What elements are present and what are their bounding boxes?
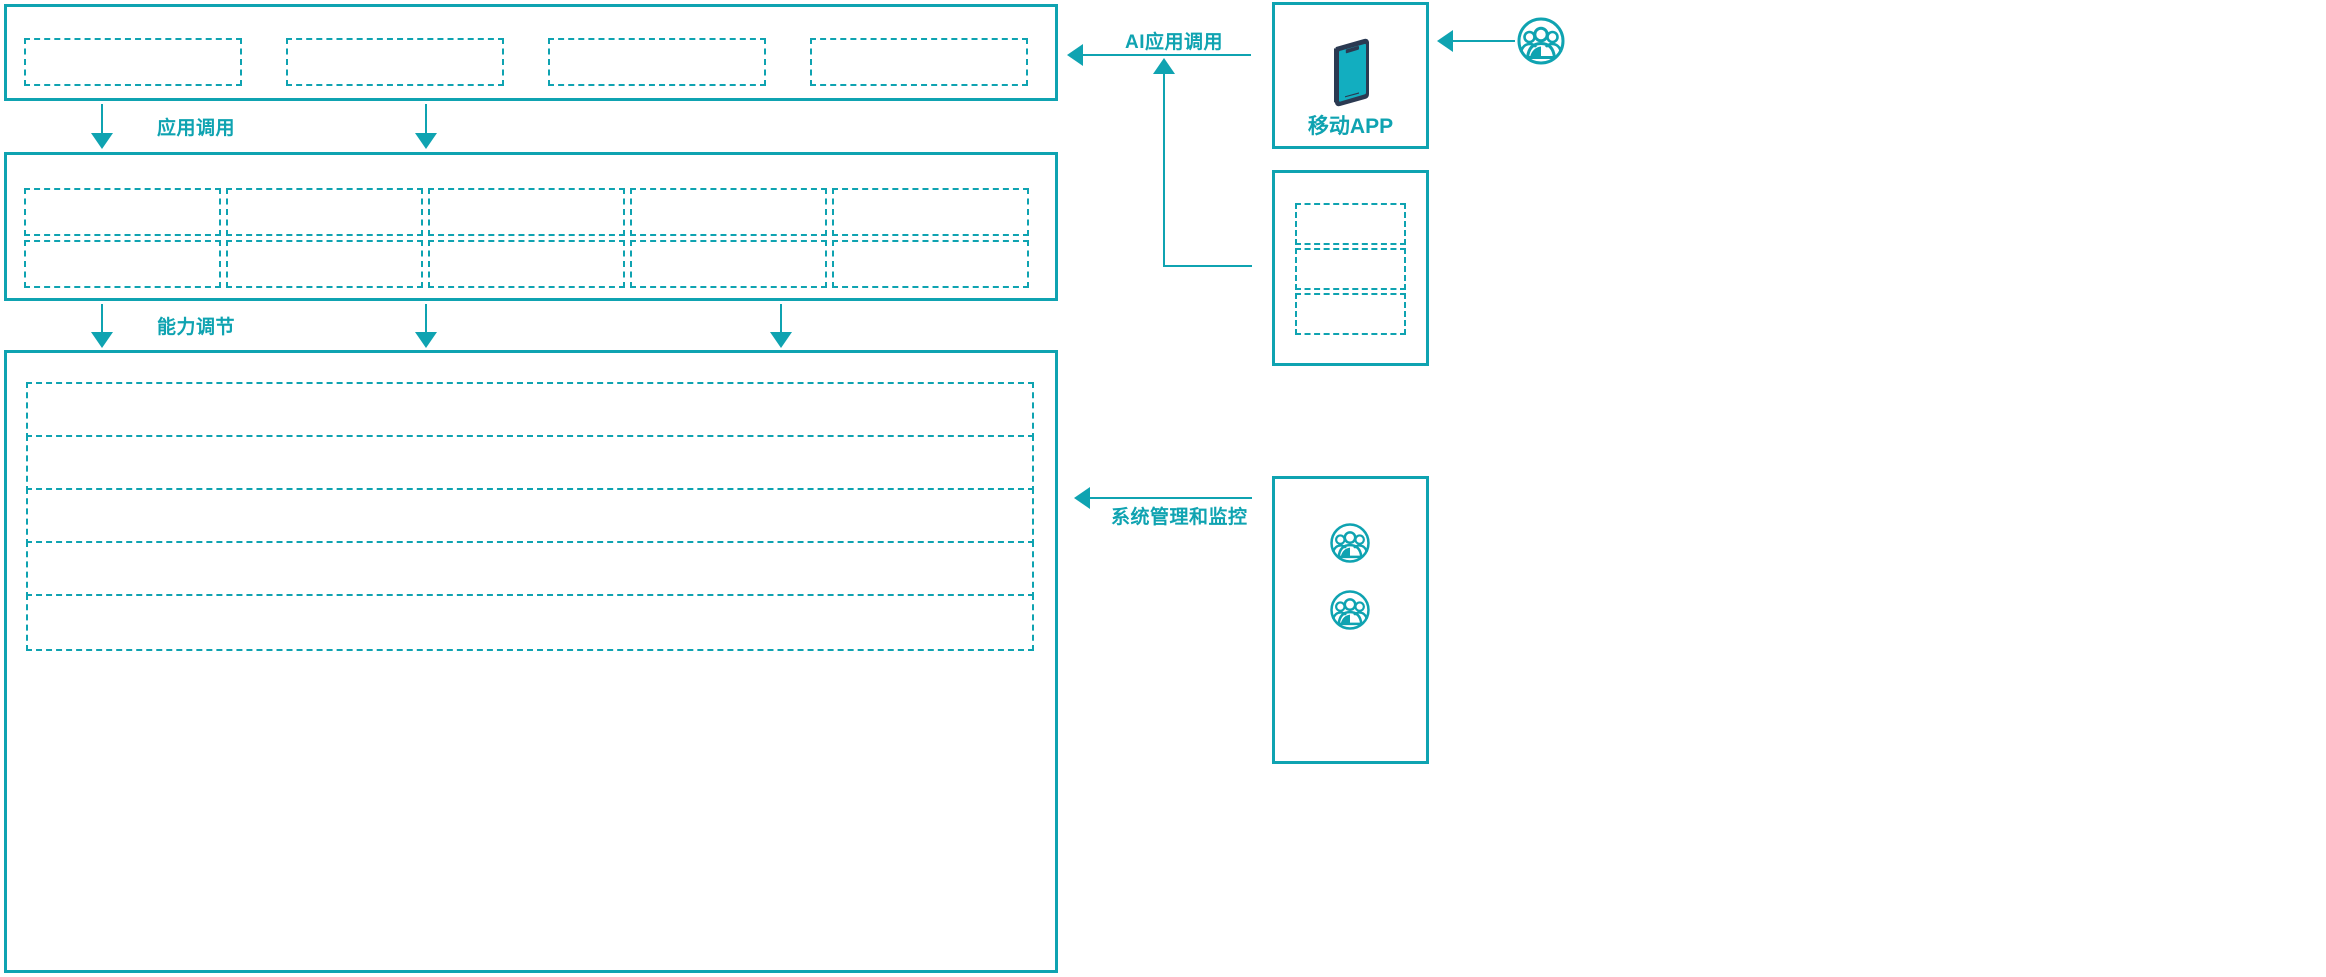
flow-capability-arrow-right xyxy=(770,332,792,348)
operator-users-group-icon-2 xyxy=(1329,589,1371,631)
capability-slot-r2c4[interactable] xyxy=(630,240,827,288)
capability-slot-r1c4[interactable] xyxy=(630,188,827,236)
flow-ai-app-call-elbow-horizontal xyxy=(1163,265,1252,267)
flow-app-call-label: 应用调用 xyxy=(157,118,236,139)
operator-users-group-icon-1 xyxy=(1329,522,1371,564)
flow-app-call-arrow-left xyxy=(91,133,113,149)
application-slot-3[interactable] xyxy=(548,38,766,86)
capability-slot-r1c5[interactable] xyxy=(832,188,1029,236)
capability-slot-r2c1[interactable] xyxy=(24,240,221,288)
flow-app-call-line-left xyxy=(101,104,103,136)
flow-capability-arrow-mid xyxy=(415,332,437,348)
channel-slot-3[interactable] xyxy=(1295,293,1406,335)
platform-slot-3[interactable] xyxy=(26,488,1034,545)
capability-slot-r2c2[interactable] xyxy=(226,240,423,288)
flow-sys-monitor-arrow xyxy=(1074,487,1090,509)
end-user-connector-line xyxy=(1453,40,1515,42)
end-user-connector-arrow xyxy=(1437,30,1453,52)
flow-ai-app-call-line xyxy=(1083,54,1251,56)
flow-sys-monitor-line xyxy=(1090,497,1252,499)
flow-app-call-arrow-right xyxy=(415,133,437,149)
smartphone-icon xyxy=(1326,32,1378,110)
flow-ai-app-call-elbow-arrow xyxy=(1153,58,1175,74)
flow-ai-app-call-elbow-vertical xyxy=(1163,72,1165,266)
capability-slot-r1c2[interactable] xyxy=(226,188,423,236)
flow-capability-line-mid xyxy=(425,304,427,336)
capability-slot-r1c1[interactable] xyxy=(24,188,221,236)
channel-slot-2[interactable] xyxy=(1295,248,1406,290)
end-user-actor-users-group-icon xyxy=(1516,16,1566,66)
platform-slot-2[interactable] xyxy=(26,435,1034,492)
platform-slot-5[interactable] xyxy=(26,594,1034,651)
flow-capability-arrow-left xyxy=(91,332,113,348)
platform-slot-1[interactable] xyxy=(26,382,1034,439)
application-slot-1[interactable] xyxy=(24,38,242,86)
capability-slot-r1c3[interactable] xyxy=(428,188,625,236)
application-slot-2[interactable] xyxy=(286,38,504,86)
channel-slot-1[interactable] xyxy=(1295,203,1406,245)
flow-capability-line-left xyxy=(101,304,103,336)
capability-slot-r2c3[interactable] xyxy=(428,240,625,288)
flow-capability-line-right xyxy=(780,304,782,336)
application-slot-4[interactable] xyxy=(810,38,1028,86)
flow-app-call-line-right xyxy=(425,104,427,136)
capability-slot-r2c5[interactable] xyxy=(832,240,1029,288)
flow-ai-app-call-arrow xyxy=(1067,44,1083,66)
flow-capability-label: 能力调节 xyxy=(157,317,236,338)
mobile-app-panel-caption: 移动APP xyxy=(1307,115,1394,138)
platform-slot-4[interactable] xyxy=(26,541,1034,598)
flow-sys-monitor-label: 系统管理和监控 xyxy=(1111,507,1248,528)
flow-ai-app-call-label: AI应用调用 xyxy=(1125,32,1224,53)
